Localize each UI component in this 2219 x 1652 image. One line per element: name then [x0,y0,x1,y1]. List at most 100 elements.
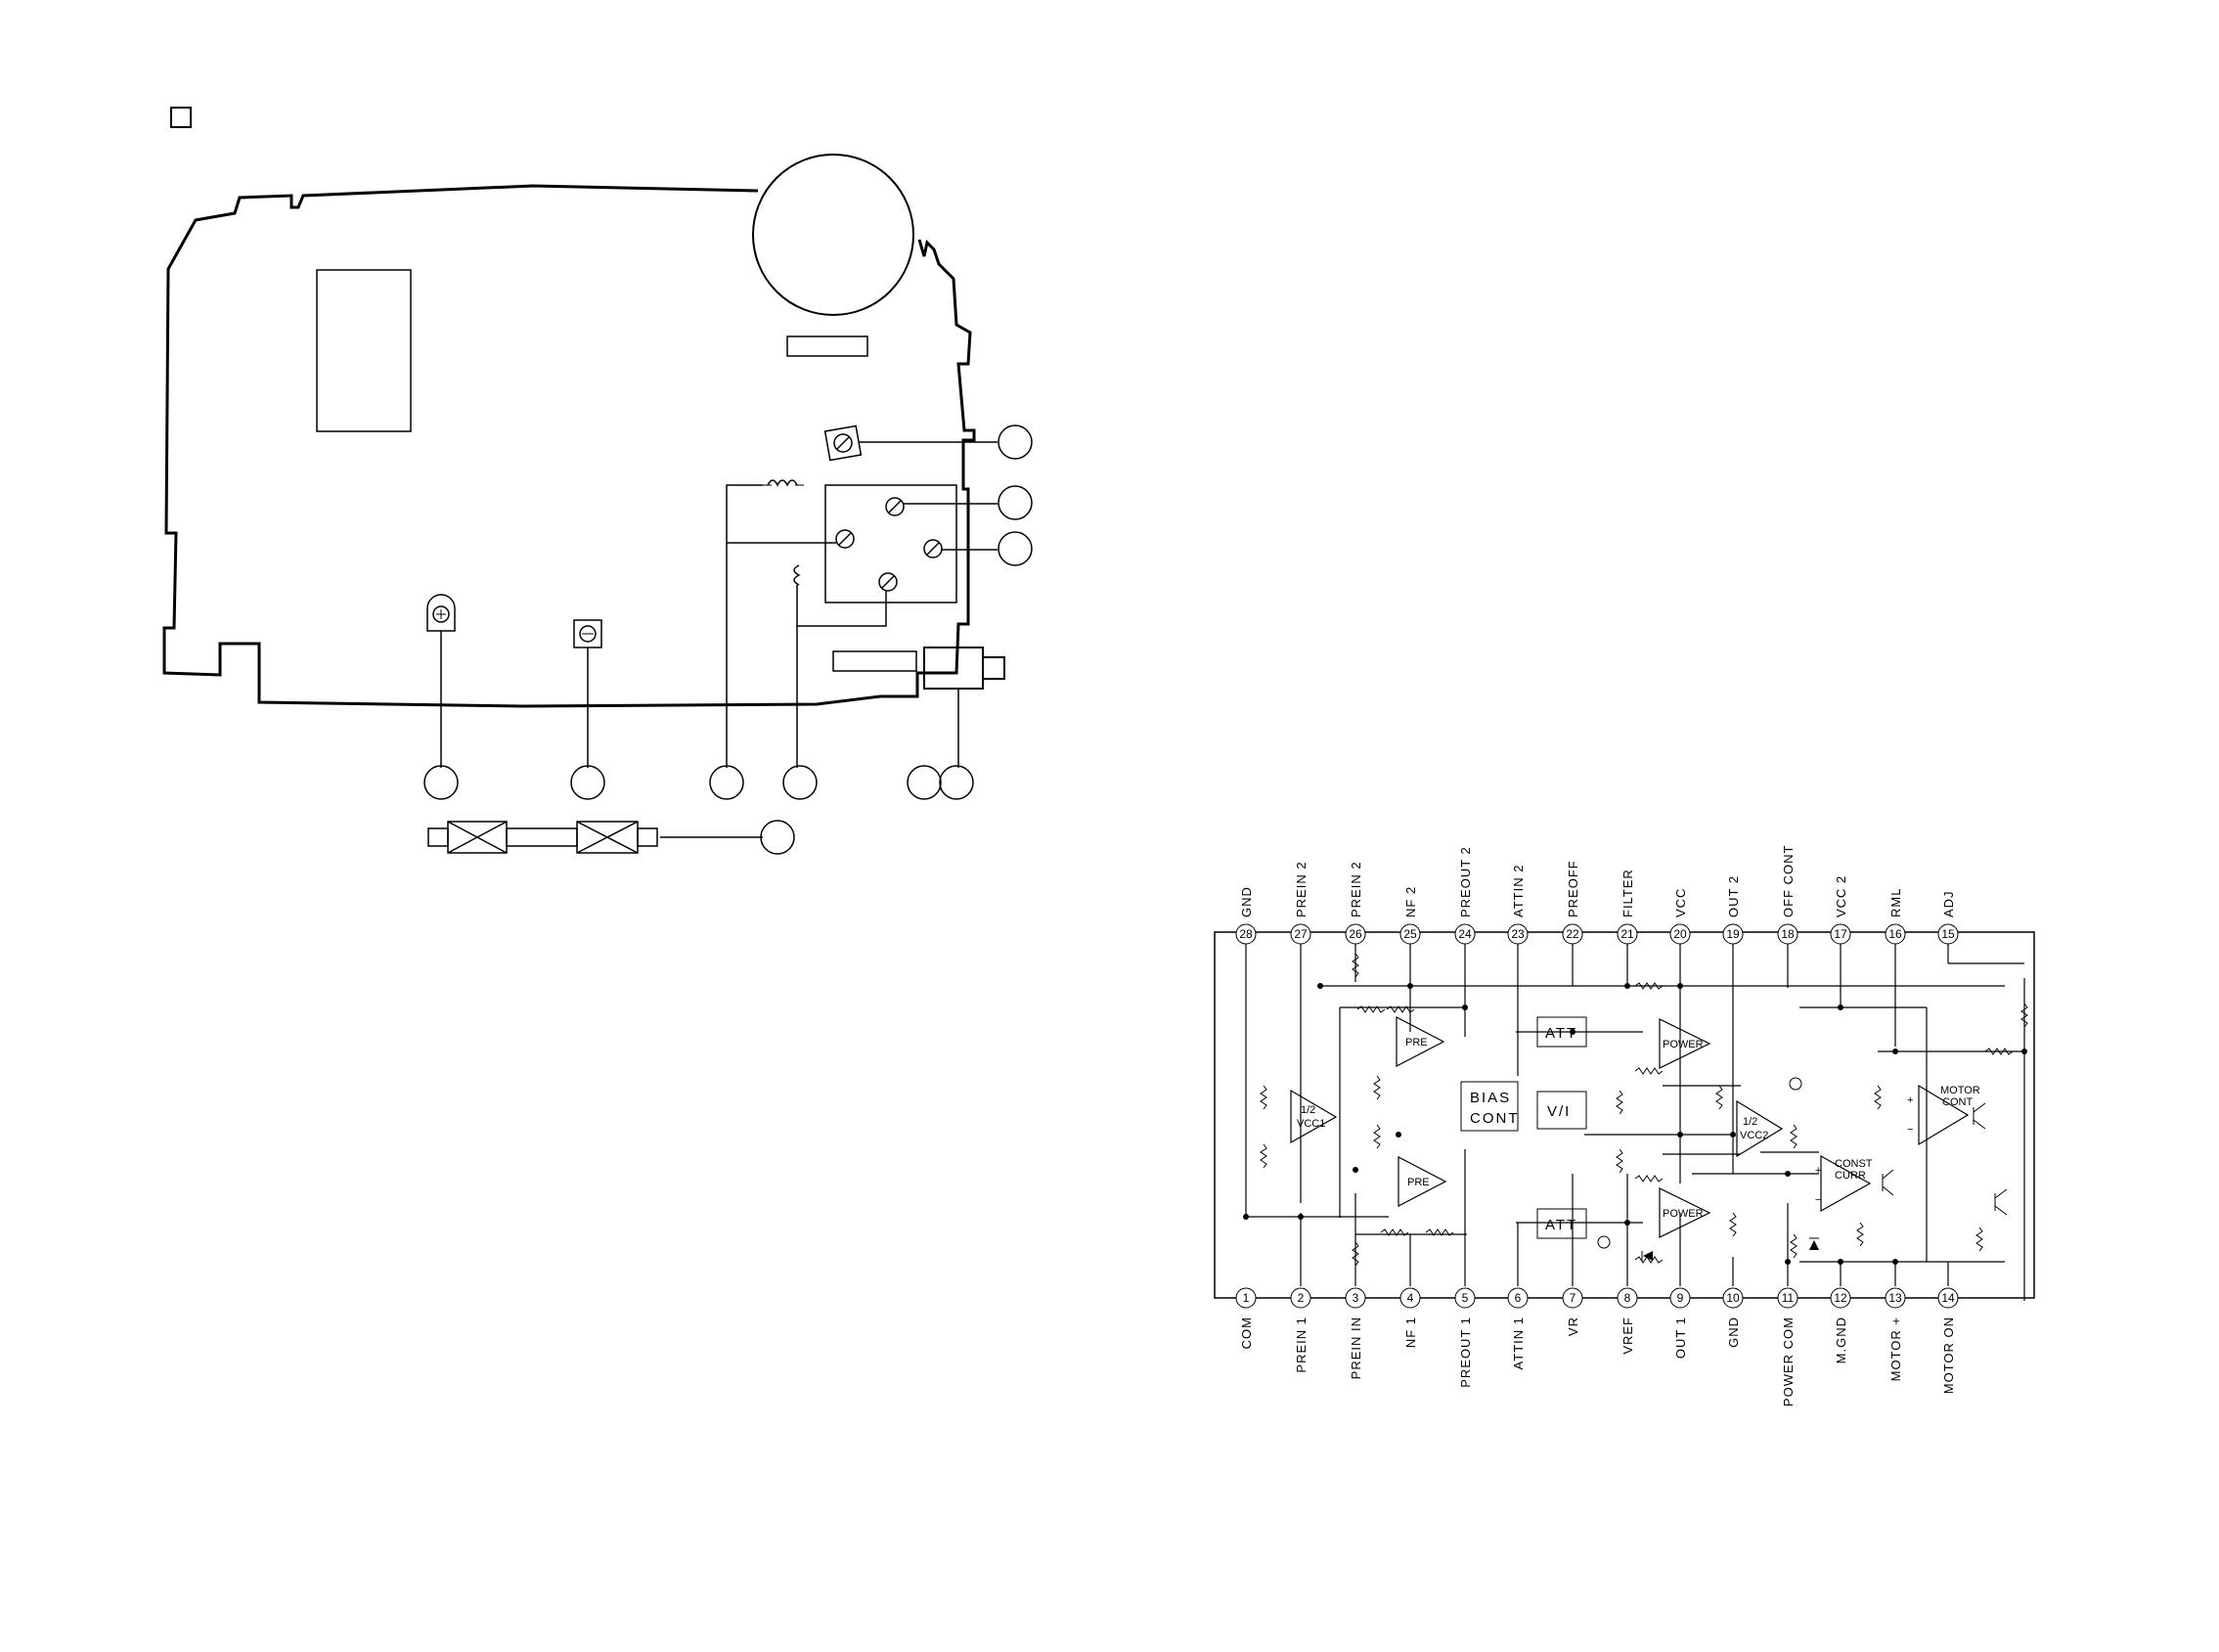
callout-circle-r3 [998,531,1033,566]
svg-text:1/2: 1/2 [1743,1116,1757,1128]
pin-number: 3 [1353,1291,1359,1305]
pin-label: MOTOR + [1888,1317,1903,1381]
label-rect-top [786,335,868,357]
ic-package-outline [1214,931,2035,1299]
svg-text:CONT: CONT [1942,1096,1973,1108]
callout-circle-r2 [998,485,1033,520]
svg-text:VCC1: VCC1 [1297,1118,1325,1130]
vi-block: V/I [1536,1091,1587,1130]
pin-number: 7 [1570,1291,1576,1305]
svg-text:POWER: POWER [1663,1039,1704,1050]
resistors [1260,953,2028,1267]
pin-number: 8 [1624,1291,1631,1305]
att-block-bottom: ATT [1536,1208,1587,1239]
power-amp-bottom: POWER [1659,1187,1711,1238]
svg-text:+: + [1815,1165,1821,1177]
screw-icon-3 [923,539,943,558]
pin-label: OUT 1 [1673,1317,1688,1359]
pre-amp-bottom: PRE [1398,1156,1447,1207]
pin-label: PREOUT 1 [1458,1317,1473,1388]
svg-text:CURR: CURR [1835,1170,1866,1182]
current-sources [1597,1077,1802,1249]
pin-number: 5 [1462,1291,1469,1305]
callout-circle-r1 [998,424,1033,460]
pin-number: 25 [1403,927,1417,941]
pin-number: 6 [1515,1291,1522,1305]
power-amp-top: POWER [1659,1018,1711,1069]
pin-number: 1 [1243,1291,1250,1305]
coil-icon-top [763,479,804,487]
pin-number: 2 [1298,1291,1305,1305]
callout-circle-b2 [570,765,605,800]
svg-text:1/2: 1/2 [1301,1104,1315,1116]
pin-number: 20 [1673,927,1687,941]
svg-text:MOTOR: MOTOR [1940,1085,1980,1096]
pin-label: ADJ [1941,890,1956,917]
pin-label: COM [1239,1317,1254,1349]
ic-pin-7: 7VR [1562,1287,1583,1336]
svg-text:−: − [1907,1124,1913,1136]
pin-label: ATTIN 2 [1511,865,1526,917]
pin-label: MOTOR ON [1941,1317,1956,1394]
speaker-circle [752,154,914,316]
callout-circle-shaft [760,820,795,855]
pin-label: FILTER [1620,869,1635,917]
pin-label: PREOUT 2 [1458,846,1473,917]
pin-number: 14 [1941,1291,1955,1305]
svg-text:CONT: CONT [1470,1110,1520,1127]
pin-label: PREOFF [1566,860,1580,917]
pre-amp-top: PRE [1396,1016,1445,1067]
svg-text:+: + [1907,1094,1913,1106]
ic-pin-4: 4NF 1 [1399,1287,1421,1348]
pin-label: PREIN 2 [1349,861,1363,917]
pin-label: NF 1 [1403,1317,1418,1348]
ic-pin-22: 22 PREOFF [1562,860,1583,945]
shaft-assembly [427,821,658,854]
svg-text:BIAS: BIAS [1470,1090,1511,1106]
diode-icon-1 [1641,1251,1653,1261]
att-block-top: ATT [1536,1016,1587,1048]
svg-text:POWER: POWER [1663,1208,1704,1220]
ic-outline-rect [316,269,412,432]
pin-number: 17 [1834,927,1847,941]
pin-number: 18 [1781,927,1795,941]
jack-tip [982,656,1005,680]
pin-label: M.GND [1834,1317,1848,1363]
half-vcc1-amp: 1/2 VCC1 [1290,1089,1338,1144]
callout-circle-b3 [709,765,744,800]
half-vcc2-amp: 1/2 VCC2 [1736,1099,1784,1158]
svg-text:PRE: PRE [1405,1037,1428,1049]
svg-text:VCC2: VCC2 [1740,1130,1768,1141]
pin-label: PREIN 1 [1294,1317,1309,1373]
pin-label: ATTIN 1 [1511,1317,1526,1369]
pcb-board-diagram [162,107,1033,855]
pin-number: 12 [1834,1291,1847,1305]
pin-number: 15 [1941,927,1955,941]
svg-text:V/I: V/I [1547,1103,1571,1120]
leader-lines [440,441,998,838]
pin-number: 22 [1566,927,1579,941]
callout-circle-b4 [782,765,818,800]
pin-number: 19 [1726,927,1740,941]
callout-circle-b5 [907,765,942,800]
const-curr-amp: CONST CURR + − [1815,1154,1873,1213]
header-checkbox-square [170,107,192,128]
svg-text:PRE: PRE [1407,1177,1430,1188]
pin-label: VREF [1620,1317,1635,1355]
pin-label: VCC 2 [1834,875,1848,917]
pin-label: POWER COM [1781,1317,1796,1406]
